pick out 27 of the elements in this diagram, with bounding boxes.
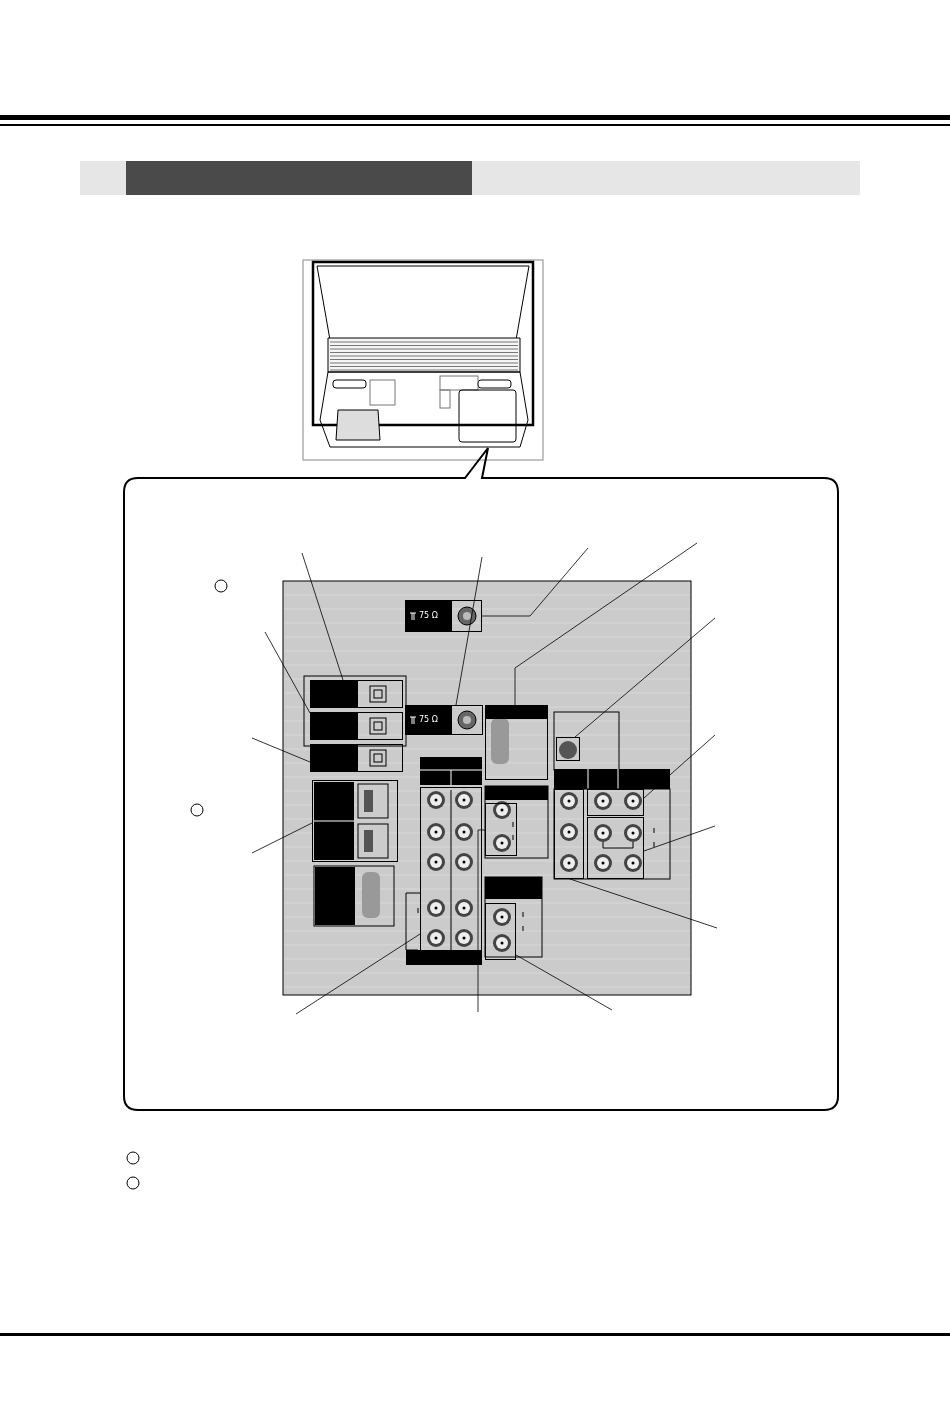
leader-line bbox=[251, 822, 313, 854]
terminal-outline bbox=[556, 737, 580, 761]
terminal-outline bbox=[485, 803, 517, 856]
leader-line bbox=[574, 617, 716, 738]
terminal-outline bbox=[310, 744, 403, 772]
leader-line bbox=[481, 547, 589, 617]
impedance-label: 75 Ω bbox=[419, 715, 438, 724]
leader-line bbox=[514, 542, 698, 706]
terminal-outline bbox=[312, 780, 398, 862]
leader-line bbox=[569, 878, 718, 929]
terminal-outline bbox=[587, 789, 644, 816]
leader-line bbox=[515, 954, 613, 1011]
leader-line bbox=[477, 829, 486, 1013]
leader-line bbox=[301, 552, 344, 681]
leader-line bbox=[264, 631, 311, 714]
terminal-outline bbox=[310, 680, 403, 708]
leader-line bbox=[455, 556, 483, 706]
terminal-outline bbox=[485, 903, 516, 960]
leader-line bbox=[643, 825, 716, 852]
terminal-outline bbox=[310, 712, 403, 740]
leader-line bbox=[295, 933, 421, 1015]
terminal-outline bbox=[587, 817, 644, 879]
terminal-outline bbox=[420, 787, 482, 952]
leader-line bbox=[251, 737, 311, 763]
terminal-outline bbox=[554, 789, 584, 879]
impedance-label: 75 Ω bbox=[419, 611, 438, 620]
leader-line bbox=[643, 734, 716, 799]
